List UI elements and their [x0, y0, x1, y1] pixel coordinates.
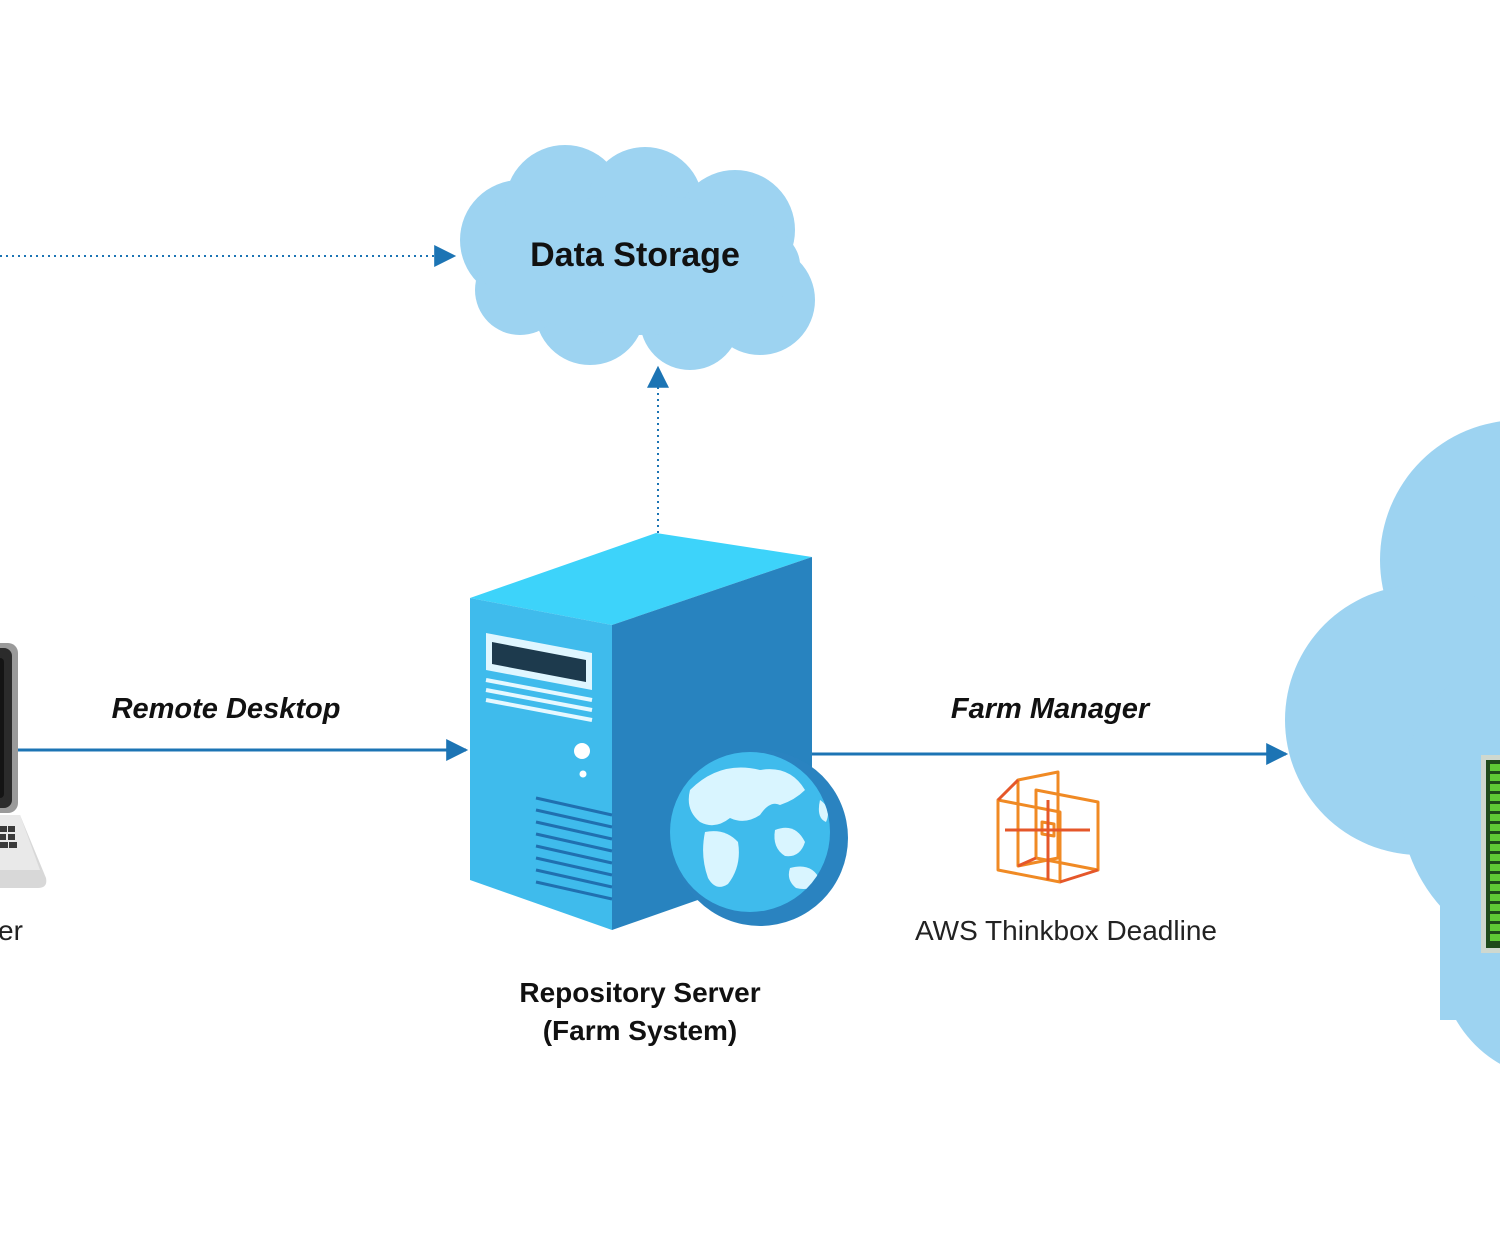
globe-icon: [670, 750, 848, 926]
repository-server-label-line1: Repository Server: [519, 977, 760, 1008]
laptop-icon: [0, 643, 47, 888]
data-storage-label: Data Storage: [530, 236, 740, 274]
render-farm-cloud: [1285, 421, 1500, 1064]
deadline-logo-icon: [996, 770, 1100, 884]
farm-manager-label: Farm Manager: [951, 693, 1151, 725]
remote-desktop-label: Remote Desktop: [112, 693, 341, 725]
repository-server-label-line2: (Farm System): [543, 1015, 738, 1046]
workstation-label-fragment: er: [0, 915, 23, 946]
deadline-label: AWS Thinkbox Deadline: [915, 915, 1217, 946]
server-rack-icon: [1481, 755, 1500, 953]
data-storage-cloud: Data Storage: [460, 145, 815, 370]
